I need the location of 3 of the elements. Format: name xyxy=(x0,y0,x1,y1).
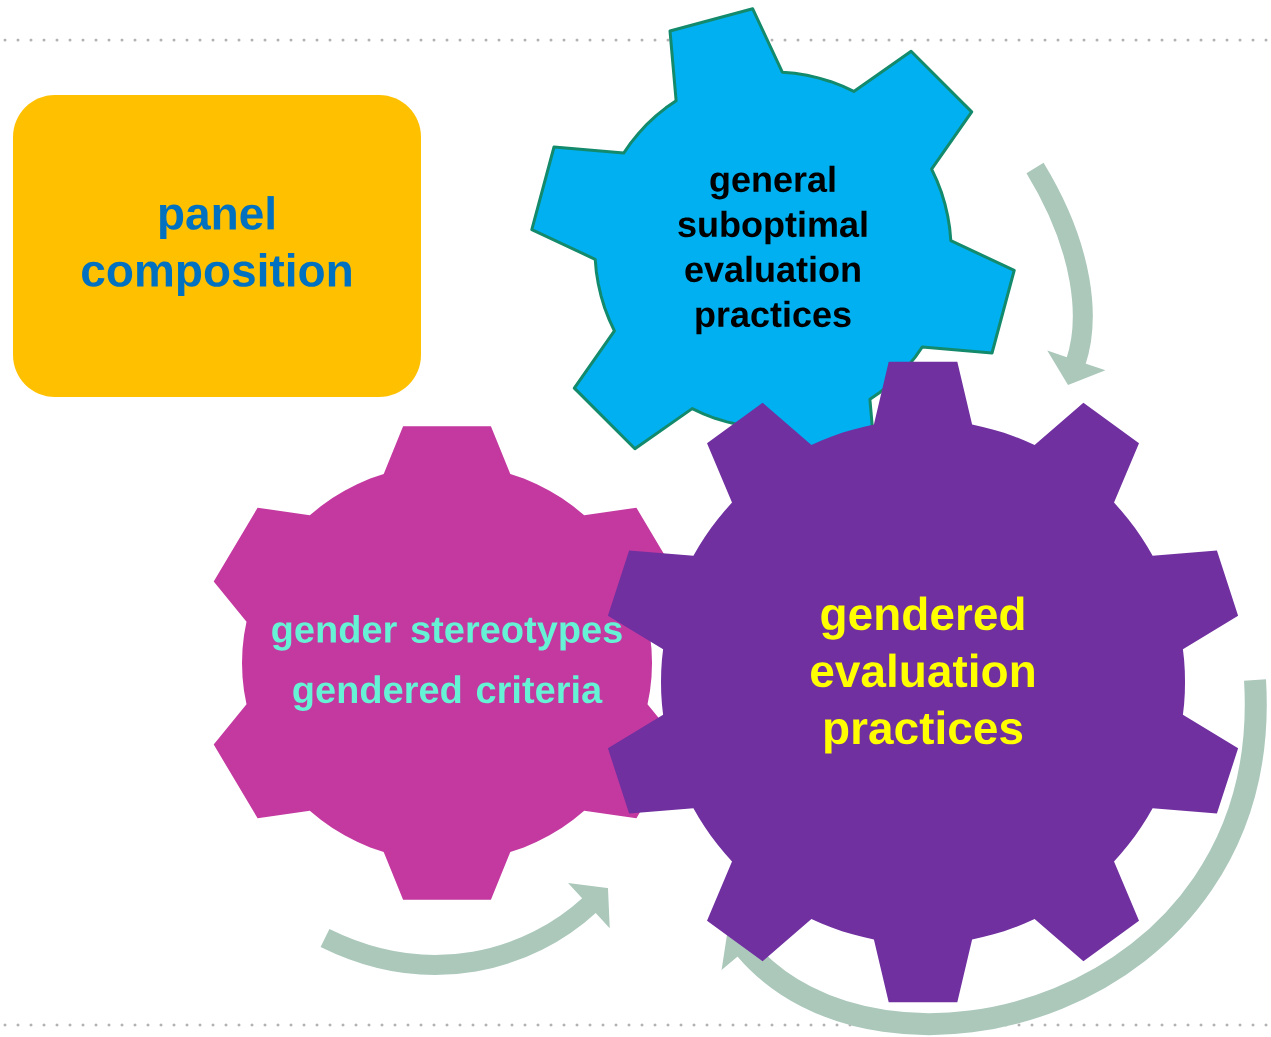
gear: gender stereotypes gendered criteria xyxy=(213,426,681,900)
gear: general suboptimal evaluation practices xyxy=(530,7,1016,493)
rounded-box: panel composition xyxy=(13,95,421,397)
